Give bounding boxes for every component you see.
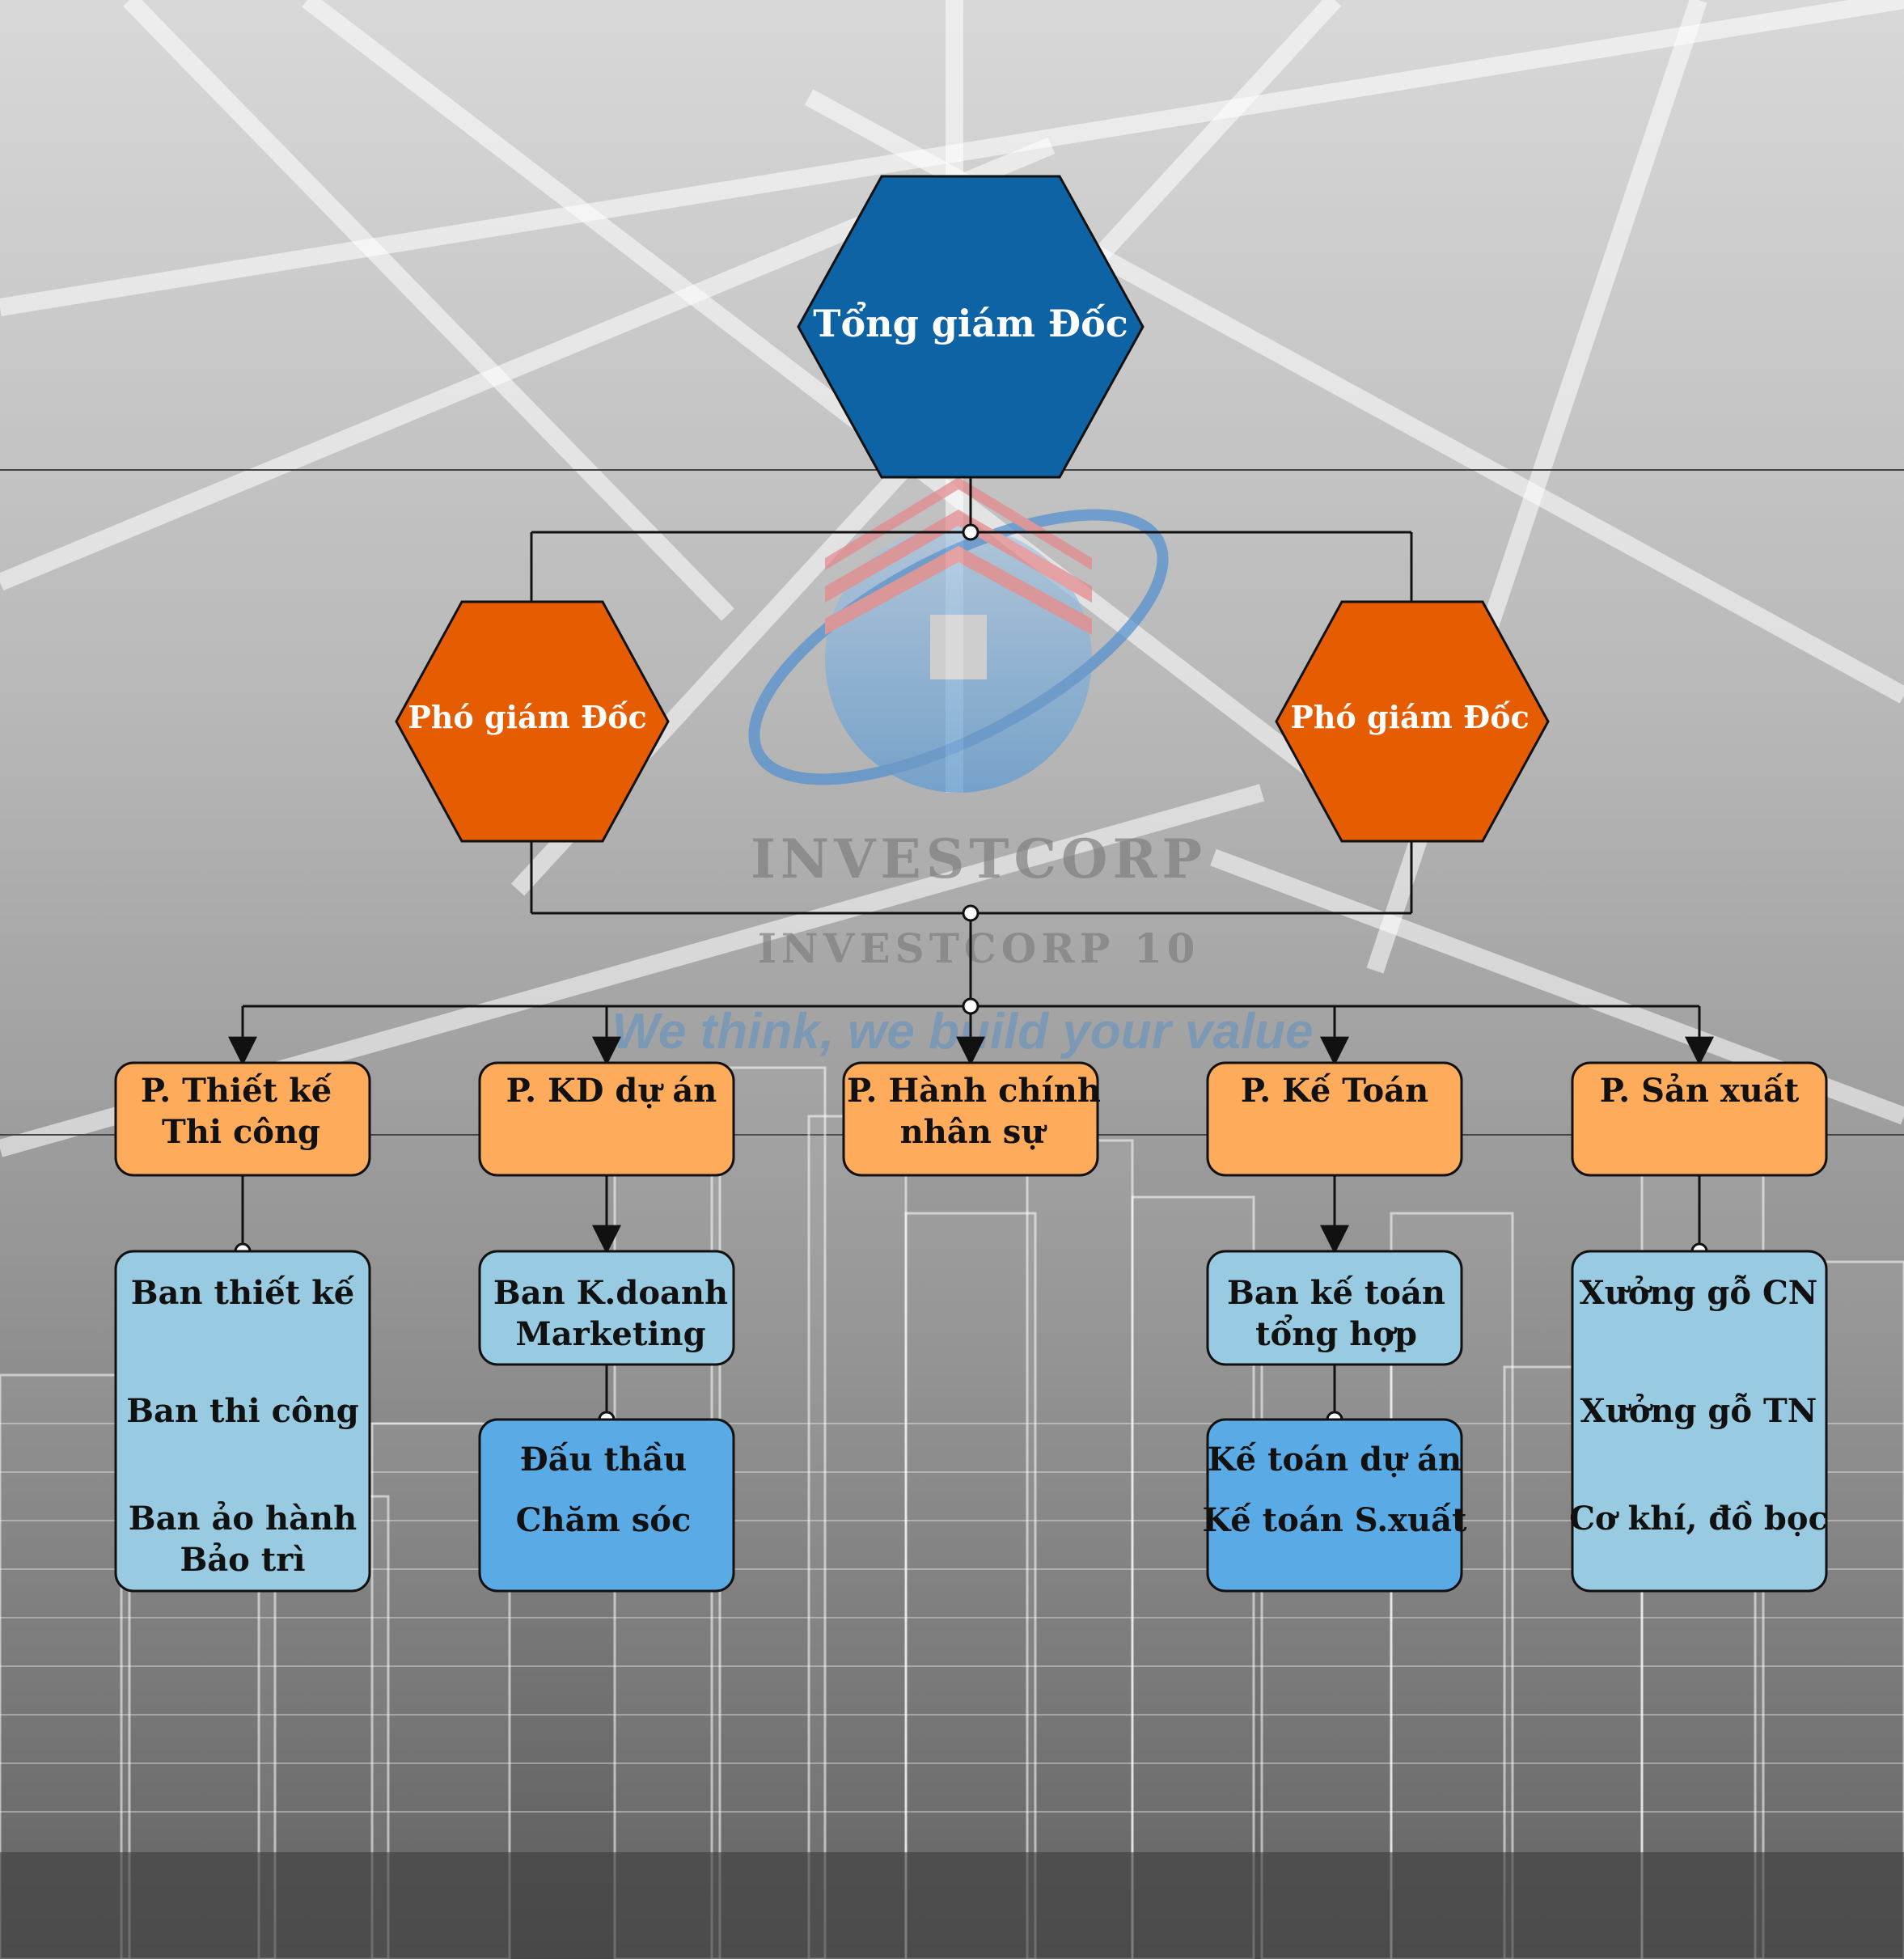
unit-box — [1571, 1250, 1828, 1593]
department-label: Thi công — [162, 1113, 320, 1151]
watermark-slogan: We think, we build your value — [611, 1004, 1313, 1060]
department-box — [842, 1061, 1099, 1177]
business-sub-units: Đấu thầu Chăm sóc — [478, 1418, 735, 1593]
department-project-business: P. KD dự án — [478, 1061, 735, 1177]
unit-label: Ban K.doanh — [493, 1274, 728, 1312]
unit-box — [478, 1418, 735, 1593]
unit-label: Kế toán dự án — [1208, 1441, 1462, 1479]
unit-box — [114, 1250, 371, 1593]
unit-label: Marketing — [515, 1315, 705, 1353]
unit-box — [1206, 1250, 1463, 1366]
unit-label: tổng hợp — [1255, 1315, 1417, 1353]
department-label: P. Hành chính — [847, 1072, 1101, 1110]
unit-label: Bảo trì — [180, 1541, 305, 1579]
vice-director-node-left: Phó giám Đốc — [395, 600, 670, 843]
vice-director-node-right: Phó giám Đốc — [1275, 600, 1550, 843]
department-box — [1571, 1061, 1828, 1177]
unit-label: Xưởng gỗ CN — [1580, 1274, 1818, 1312]
unit-label: Kế toán S.xuất — [1203, 1501, 1467, 1539]
vice-director-label: Phó giám Đốc — [1290, 699, 1530, 735]
watermark-brand: INVESTCORP — [751, 827, 1207, 891]
unit-label: Cơ khí, đồ bọc — [1569, 1500, 1828, 1538]
unit-label: Ban ảo hành — [129, 1500, 357, 1538]
vice-director-label: Phó giám Đốc — [408, 699, 647, 735]
business-units: Ban K.doanh Marketing — [478, 1250, 735, 1366]
unit-label: Ban kế toán — [1227, 1274, 1445, 1312]
vice-director-hexagon — [395, 600, 670, 843]
design-units: Ban thiết kế Ban thi công Ban ảo hành Bả… — [114, 1250, 371, 1593]
investcorp-logo-watermark: INVESTCORP INVESTCORP 10 We think, we bu… — [611, 477, 1314, 1060]
ceo-hexagon — [797, 175, 1145, 479]
ceo-node: Tổng giám Đốc — [797, 175, 1145, 479]
department-production: P. Sản xuất — [1571, 1061, 1828, 1177]
department-design-construction: P. Thiết kế Thi công — [114, 1061, 371, 1177]
unit-label: Xưởng gỗ TN — [1580, 1392, 1817, 1430]
production-units: Xưởng gỗ CN Xưởng gỗ TN Cơ khí, đồ bọc — [1569, 1250, 1828, 1593]
unit-label: Đấu thầu — [520, 1441, 687, 1479]
department-box — [114, 1061, 371, 1177]
unit-label: Ban thi công — [126, 1392, 359, 1430]
unit-label: Chăm sóc — [516, 1501, 692, 1539]
department-box — [478, 1061, 735, 1177]
department-label: nhân sự — [900, 1113, 1048, 1151]
unit-box — [478, 1250, 735, 1366]
department-label: P. Kế Toán — [1241, 1072, 1428, 1110]
department-label: P. Sản xuất — [1600, 1072, 1800, 1110]
unit-box — [1206, 1418, 1463, 1593]
department-admin-hr: P. Hành chính nhân sự — [842, 1061, 1101, 1177]
vice-director-hexagon — [1275, 600, 1550, 843]
department-label: P. Thiết kế — [141, 1072, 332, 1110]
accounting-units: Ban kế toán tổng hợp — [1206, 1250, 1463, 1366]
department-label: P. KD dự án — [506, 1072, 717, 1110]
unit-label: Ban thiết kế — [131, 1274, 355, 1312]
ceo-label: Tổng giám Đốc — [813, 301, 1128, 345]
watermark-brand-sub: INVESTCORP 10 — [758, 924, 1200, 972]
department-box — [1206, 1061, 1463, 1177]
department-accounting: P. Kế Toán — [1206, 1061, 1463, 1177]
accounting-sub-units: Kế toán dự án Kế toán S.xuất — [1203, 1418, 1467, 1593]
